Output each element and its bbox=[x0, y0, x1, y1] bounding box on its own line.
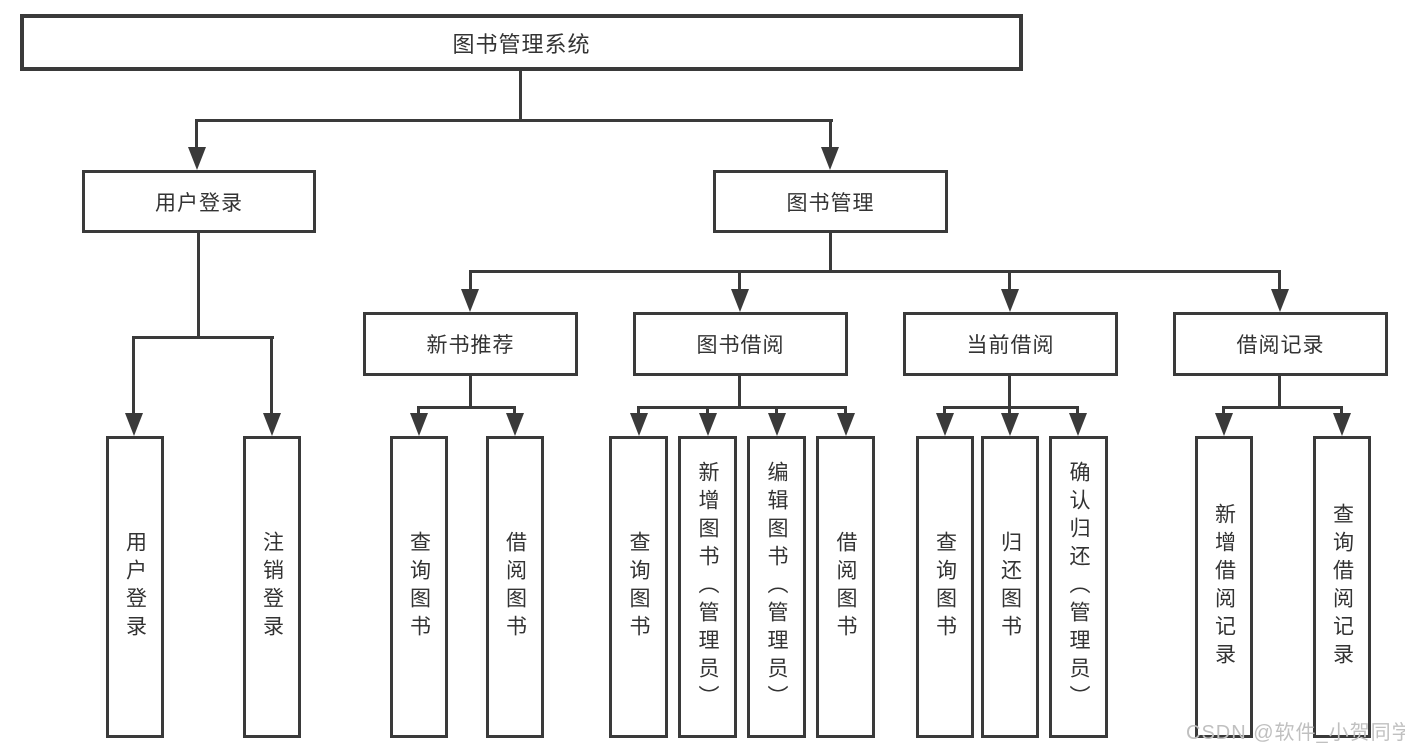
leaf-user-login: 用户登录 bbox=[106, 436, 164, 738]
leaf-query-books-current: 查询图书 bbox=[916, 436, 974, 738]
connector-root-branch bbox=[196, 119, 833, 122]
connector-drop-line bbox=[829, 119, 832, 152]
leaf-borrow-books-recommend-label: 借阅图书 bbox=[503, 531, 527, 643]
connector-drop-line bbox=[775, 406, 778, 416]
arrow-down-icon bbox=[768, 413, 786, 436]
leaf-query-books-borrow: 查询图书 bbox=[609, 436, 668, 738]
node-library-system-label: 图书管理系统 bbox=[452, 31, 591, 57]
leaf-query-borrow-record-label: 查询借阅记录 bbox=[1330, 503, 1354, 671]
connector-drop-line bbox=[417, 406, 420, 416]
leaf-edit-book-admin: 编辑图书（管理员） bbox=[747, 436, 806, 738]
leaf-borrow-books-label: 借阅图书 bbox=[834, 531, 857, 643]
connector-drop-line bbox=[706, 406, 709, 416]
arrow-down-icon bbox=[936, 413, 954, 436]
connector-drop-line bbox=[1008, 270, 1011, 292]
arrow-down-icon bbox=[461, 289, 479, 312]
leaf-add-book-admin: 新增图书（管理员） bbox=[678, 436, 737, 738]
arrow-down-icon bbox=[630, 413, 648, 436]
connector-drop-line bbox=[1340, 406, 1343, 416]
node-book-management-label: 图书管理 bbox=[786, 191, 875, 215]
connector-bookmgmt-branch bbox=[469, 270, 1281, 273]
arrow-down-icon bbox=[1215, 413, 1233, 436]
leaf-query-borrow-record: 查询借阅记录 bbox=[1313, 436, 1371, 738]
connector-drop-line bbox=[513, 406, 516, 416]
connector-current-stem bbox=[1008, 376, 1011, 409]
leaf-query-books-recommend-label: 查询图书 bbox=[407, 531, 431, 643]
arrow-down-icon bbox=[837, 413, 855, 436]
node-user-login-label: 用户登录 bbox=[155, 191, 243, 215]
connector-drop-line bbox=[738, 270, 741, 292]
leaf-user-login-label: 用户登录 bbox=[123, 531, 147, 643]
arrow-down-icon bbox=[410, 413, 428, 436]
connector-records-branch bbox=[1223, 406, 1343, 409]
node-borrowing-records-label: 借阅记录 bbox=[1236, 334, 1325, 357]
arrow-down-icon bbox=[731, 289, 749, 312]
connector-borrow-stem bbox=[738, 376, 741, 409]
leaf-query-books-borrow-label: 查询图书 bbox=[627, 531, 650, 643]
node-book-borrowing: 图书借阅 bbox=[633, 312, 848, 376]
connector-drop-line bbox=[844, 406, 847, 416]
node-book-management: 图书管理 bbox=[713, 170, 948, 233]
connector-drop-line bbox=[943, 406, 946, 416]
leaf-add-book-admin-label: 新增图书（管理员） bbox=[696, 461, 719, 713]
arrow-down-icon bbox=[821, 147, 839, 170]
leaf-add-borrow-record: 新增借阅记录 bbox=[1195, 436, 1253, 738]
arrow-down-icon bbox=[263, 413, 281, 436]
connector-drop-line bbox=[132, 336, 135, 416]
connector-drop-line bbox=[469, 270, 472, 292]
arrow-down-icon bbox=[1271, 289, 1289, 312]
connector-drop-line bbox=[1008, 406, 1011, 416]
connector-drop-line bbox=[195, 119, 198, 152]
arrow-down-icon bbox=[699, 413, 717, 436]
arrow-down-icon bbox=[1333, 413, 1351, 436]
leaf-return-books: 归还图书 bbox=[981, 436, 1039, 738]
arrow-down-icon bbox=[188, 147, 206, 170]
arrow-down-icon bbox=[1001, 413, 1019, 436]
leaf-logout: 注销登录 bbox=[243, 436, 301, 738]
node-current-borrowing: 当前借阅 bbox=[903, 312, 1118, 376]
connector-newbook-branch bbox=[418, 406, 516, 409]
arrow-down-icon bbox=[506, 413, 524, 436]
arrow-down-icon bbox=[1001, 289, 1019, 312]
leaf-borrow-books: 借阅图书 bbox=[816, 436, 875, 738]
leaf-edit-book-admin-label: 编辑图书（管理员） bbox=[765, 461, 788, 713]
connector-root-stem bbox=[519, 70, 522, 122]
connector-userlogin-branch bbox=[133, 336, 274, 339]
node-new-book-recommend-label: 新书推荐 bbox=[426, 334, 515, 357]
connector-drop-line bbox=[1222, 406, 1225, 416]
connector-records-stem bbox=[1278, 376, 1281, 409]
arrow-down-icon bbox=[125, 413, 143, 436]
node-current-borrowing-label: 当前借阅 bbox=[966, 334, 1055, 357]
leaf-query-books-recommend: 查询图书 bbox=[390, 436, 448, 738]
connector-drop-line bbox=[270, 336, 273, 416]
connector-drop-line bbox=[1278, 270, 1281, 292]
leaf-confirm-return-admin: 确认归还（管理员） bbox=[1049, 436, 1108, 738]
leaf-query-books-current-label: 查询图书 bbox=[933, 531, 957, 643]
leaf-return-books-label: 归还图书 bbox=[998, 531, 1022, 643]
leaf-confirm-return-admin-label: 确认归还（管理员） bbox=[1067, 461, 1090, 713]
connector-newbook-stem bbox=[469, 376, 472, 409]
connector-drop-line bbox=[637, 406, 640, 416]
leaf-logout-label: 注销登录 bbox=[260, 531, 284, 643]
leaf-add-borrow-record-label: 新增借阅记录 bbox=[1212, 503, 1236, 671]
csdn-watermark: CSDN @软件_小贺同学 bbox=[1186, 722, 1405, 744]
connector-current-branch bbox=[944, 406, 1079, 409]
arrow-down-icon bbox=[1069, 413, 1087, 436]
node-library-system: 图书管理系统 bbox=[20, 14, 1023, 71]
connector-borrow-branch bbox=[638, 406, 847, 409]
connector-bookmgmt-stem bbox=[829, 233, 832, 273]
leaf-borrow-books-recommend: 借阅图书 bbox=[486, 436, 544, 738]
connector-userlogin-stem bbox=[197, 233, 200, 339]
node-new-book-recommend: 新书推荐 bbox=[363, 312, 578, 376]
node-borrowing-records: 借阅记录 bbox=[1173, 312, 1388, 376]
connector-drop-line bbox=[1076, 406, 1079, 416]
node-user-login: 用户登录 bbox=[82, 170, 316, 233]
node-book-borrowing-label: 图书借阅 bbox=[696, 334, 785, 357]
